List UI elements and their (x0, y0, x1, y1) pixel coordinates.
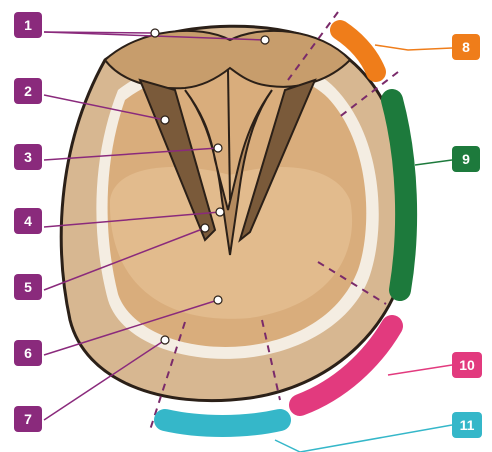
badge-label: 5 (24, 279, 32, 295)
badge-label: 11 (460, 417, 475, 433)
badge-label: 1 (24, 17, 32, 33)
badge-5: 5 (14, 274, 42, 300)
badge-4: 4 (14, 208, 42, 234)
badge-2: 2 (14, 78, 42, 104)
badge-label: 9 (462, 151, 470, 167)
badge-3: 3 (14, 144, 42, 170)
region-bar-11 (165, 420, 280, 426)
badge-1: 1 (14, 12, 42, 38)
badge-6: 6 (14, 340, 42, 366)
badge-8: 8 (452, 34, 480, 60)
badge-11: 11 (452, 412, 482, 438)
badge-label: 6 (24, 345, 32, 361)
badge-label: 3 (24, 149, 32, 165)
badge-7: 7 (14, 406, 42, 432)
badge-label: 8 (462, 39, 470, 55)
badge-label: 7 (24, 411, 32, 427)
badge-9: 9 (452, 146, 480, 172)
badge-label: 2 (24, 83, 32, 99)
badge-label: 10 (459, 357, 475, 373)
badge-10: 10 (452, 352, 482, 378)
badge-label: 4 (24, 213, 32, 229)
